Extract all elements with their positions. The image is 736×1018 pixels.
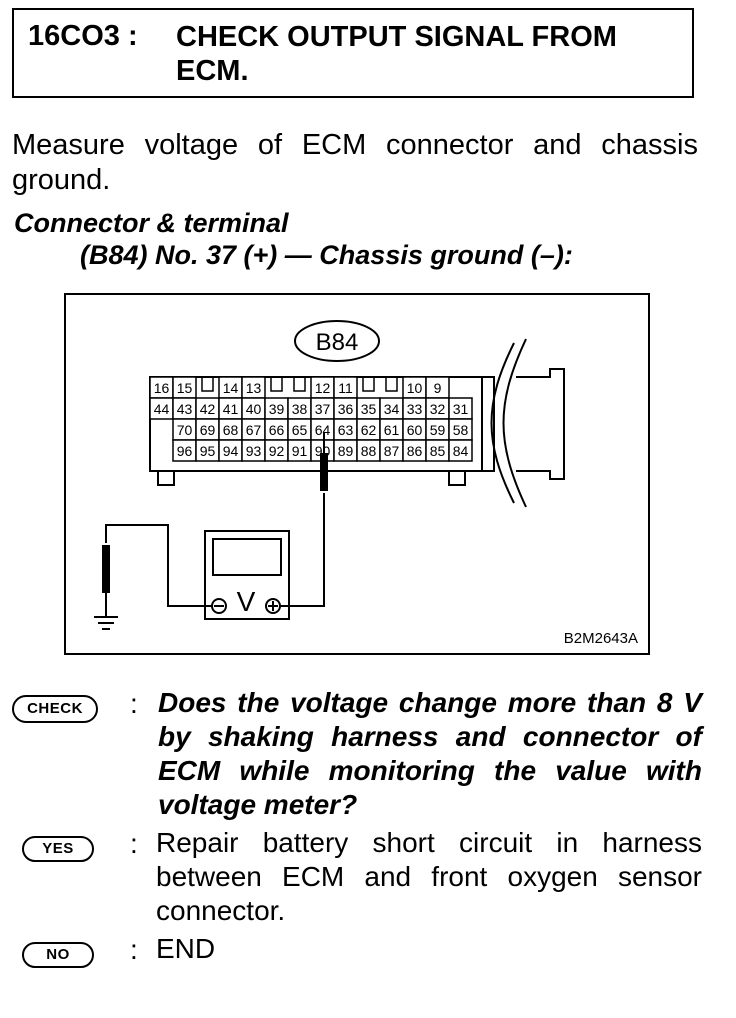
ground-icon (94, 616, 118, 630)
figure-id: B2M2643A (564, 630, 638, 647)
pin-number: 43 (177, 401, 193, 417)
pin-number: 13 (246, 380, 262, 396)
pin-number: 11 (338, 380, 353, 396)
pin-number: 88 (361, 443, 377, 459)
pin-number: 94 (223, 443, 239, 459)
step-code: 16CO3 : (28, 20, 138, 52)
pin-number: 68 (223, 422, 239, 438)
probe-wires (94, 433, 328, 630)
pin-number: 89 (338, 443, 354, 459)
pin-number: 9 (434, 380, 442, 396)
pin-number: 87 (384, 443, 400, 459)
pin-number: 41 (223, 401, 239, 417)
pin-number: 10 (407, 380, 423, 396)
yes-row: YES : Repair battery short circuit in ha… (12, 826, 702, 930)
pin-number: 16 (154, 380, 170, 396)
pin-number: 95 (200, 443, 216, 459)
pin-cell (448, 439, 473, 462)
connector-detail: (B84) No. 37 (+) — Chassis ground (–): (80, 240, 573, 270)
connector-key-notch (293, 377, 306, 392)
pin-number: 14 (223, 380, 239, 396)
connector-key-notch (362, 377, 375, 392)
pin-number: 84 (453, 443, 469, 459)
pin-number: 39 (269, 401, 285, 417)
yes-answer: Repair battery short circuit in harness … (156, 827, 702, 926)
no-row: NO : END (12, 932, 702, 972)
positive-probe-icon (320, 453, 328, 491)
no-colon: : (130, 934, 138, 965)
pin-number: 31 (453, 401, 469, 417)
pin-number: 15 (177, 380, 193, 396)
pin-number: 58 (453, 422, 469, 438)
connector-key-notch (201, 377, 214, 392)
connector-label: B84 (316, 329, 359, 356)
pin-number: 93 (246, 443, 262, 459)
instruction-line-2: ground. (12, 164, 111, 196)
pin-number: 33 (407, 401, 423, 417)
pin-number: 67 (246, 422, 262, 438)
pin-number: 60 (407, 422, 423, 438)
pin-number: 69 (200, 422, 216, 438)
pin-number: 32 (430, 401, 446, 417)
pin-number: 42 (200, 401, 216, 417)
yes-badge: YES (22, 836, 94, 862)
check-question: Does the voltage change more than 8 V by… (158, 687, 702, 820)
pin-number: 59 (430, 422, 446, 438)
meter-display (212, 538, 282, 576)
pin-number: 70 (177, 422, 193, 438)
check-badge: CHECK (12, 695, 98, 723)
pin-number: 65 (292, 422, 308, 438)
step-header-box: 16CO3 : CHECK OUTPUT SIGNAL FROM ECM. (12, 8, 694, 98)
connector-key-notch (385, 377, 398, 392)
pin-number: 96 (177, 443, 193, 459)
negative-probe-icon (102, 545, 110, 593)
no-badge: NO (22, 942, 94, 968)
instruction-line-1: Measure voltage of ECM connector and cha… (12, 129, 698, 161)
pin-number: 61 (384, 422, 400, 438)
voltage-meter: V (204, 530, 290, 620)
pin-number: 85 (430, 443, 446, 459)
no-answer: END (156, 933, 216, 964)
pin-number: 34 (384, 401, 400, 417)
check-colon: : (130, 688, 138, 719)
step-title: CHECK OUTPUT SIGNAL FROM ECM. (176, 21, 617, 87)
pin-number: 64 (315, 422, 331, 438)
pin-number: 91 (292, 443, 308, 459)
meter-symbol: V (237, 586, 256, 617)
instruction-text: Measure voltage of ECM connector and cha… (12, 128, 698, 198)
pin-grid: 16 15 14 13 12 11 10 9 44 43 42 41 40 39 38 37 36 35 34 33 3… (149, 376, 473, 462)
pin-number: 86 (407, 443, 423, 459)
connector-key-notch (270, 377, 283, 392)
pin-number: 38 (292, 401, 308, 417)
pin-number: 37 (315, 401, 331, 417)
pin-number: 35 (361, 401, 377, 417)
pin-number: 63 (338, 422, 354, 438)
pin-number: 40 (246, 401, 262, 417)
yes-colon: : (130, 828, 138, 859)
wiring-diagram: B84 16 15 14 13 12 11 10 9 44 43 42 41 40 39 38 37 36 35 3… (64, 293, 650, 655)
pin-number: 62 (361, 422, 377, 438)
connector-label-callout: B84 (294, 320, 380, 362)
pin-number: 12 (315, 380, 331, 396)
ecm-connector: 16 15 14 13 12 11 10 9 44 43 42 41 40 39 38 37 36 35 34 33 3… (149, 338, 565, 508)
pin-number: 36 (338, 401, 354, 417)
pin-number: 44 (154, 401, 170, 417)
pin-number: 66 (269, 422, 285, 438)
connector-heading: Connector & terminal (14, 208, 289, 238)
check-row: CHECK : Does the voltage change more tha… (12, 686, 702, 820)
pin-number: 92 (269, 443, 285, 459)
